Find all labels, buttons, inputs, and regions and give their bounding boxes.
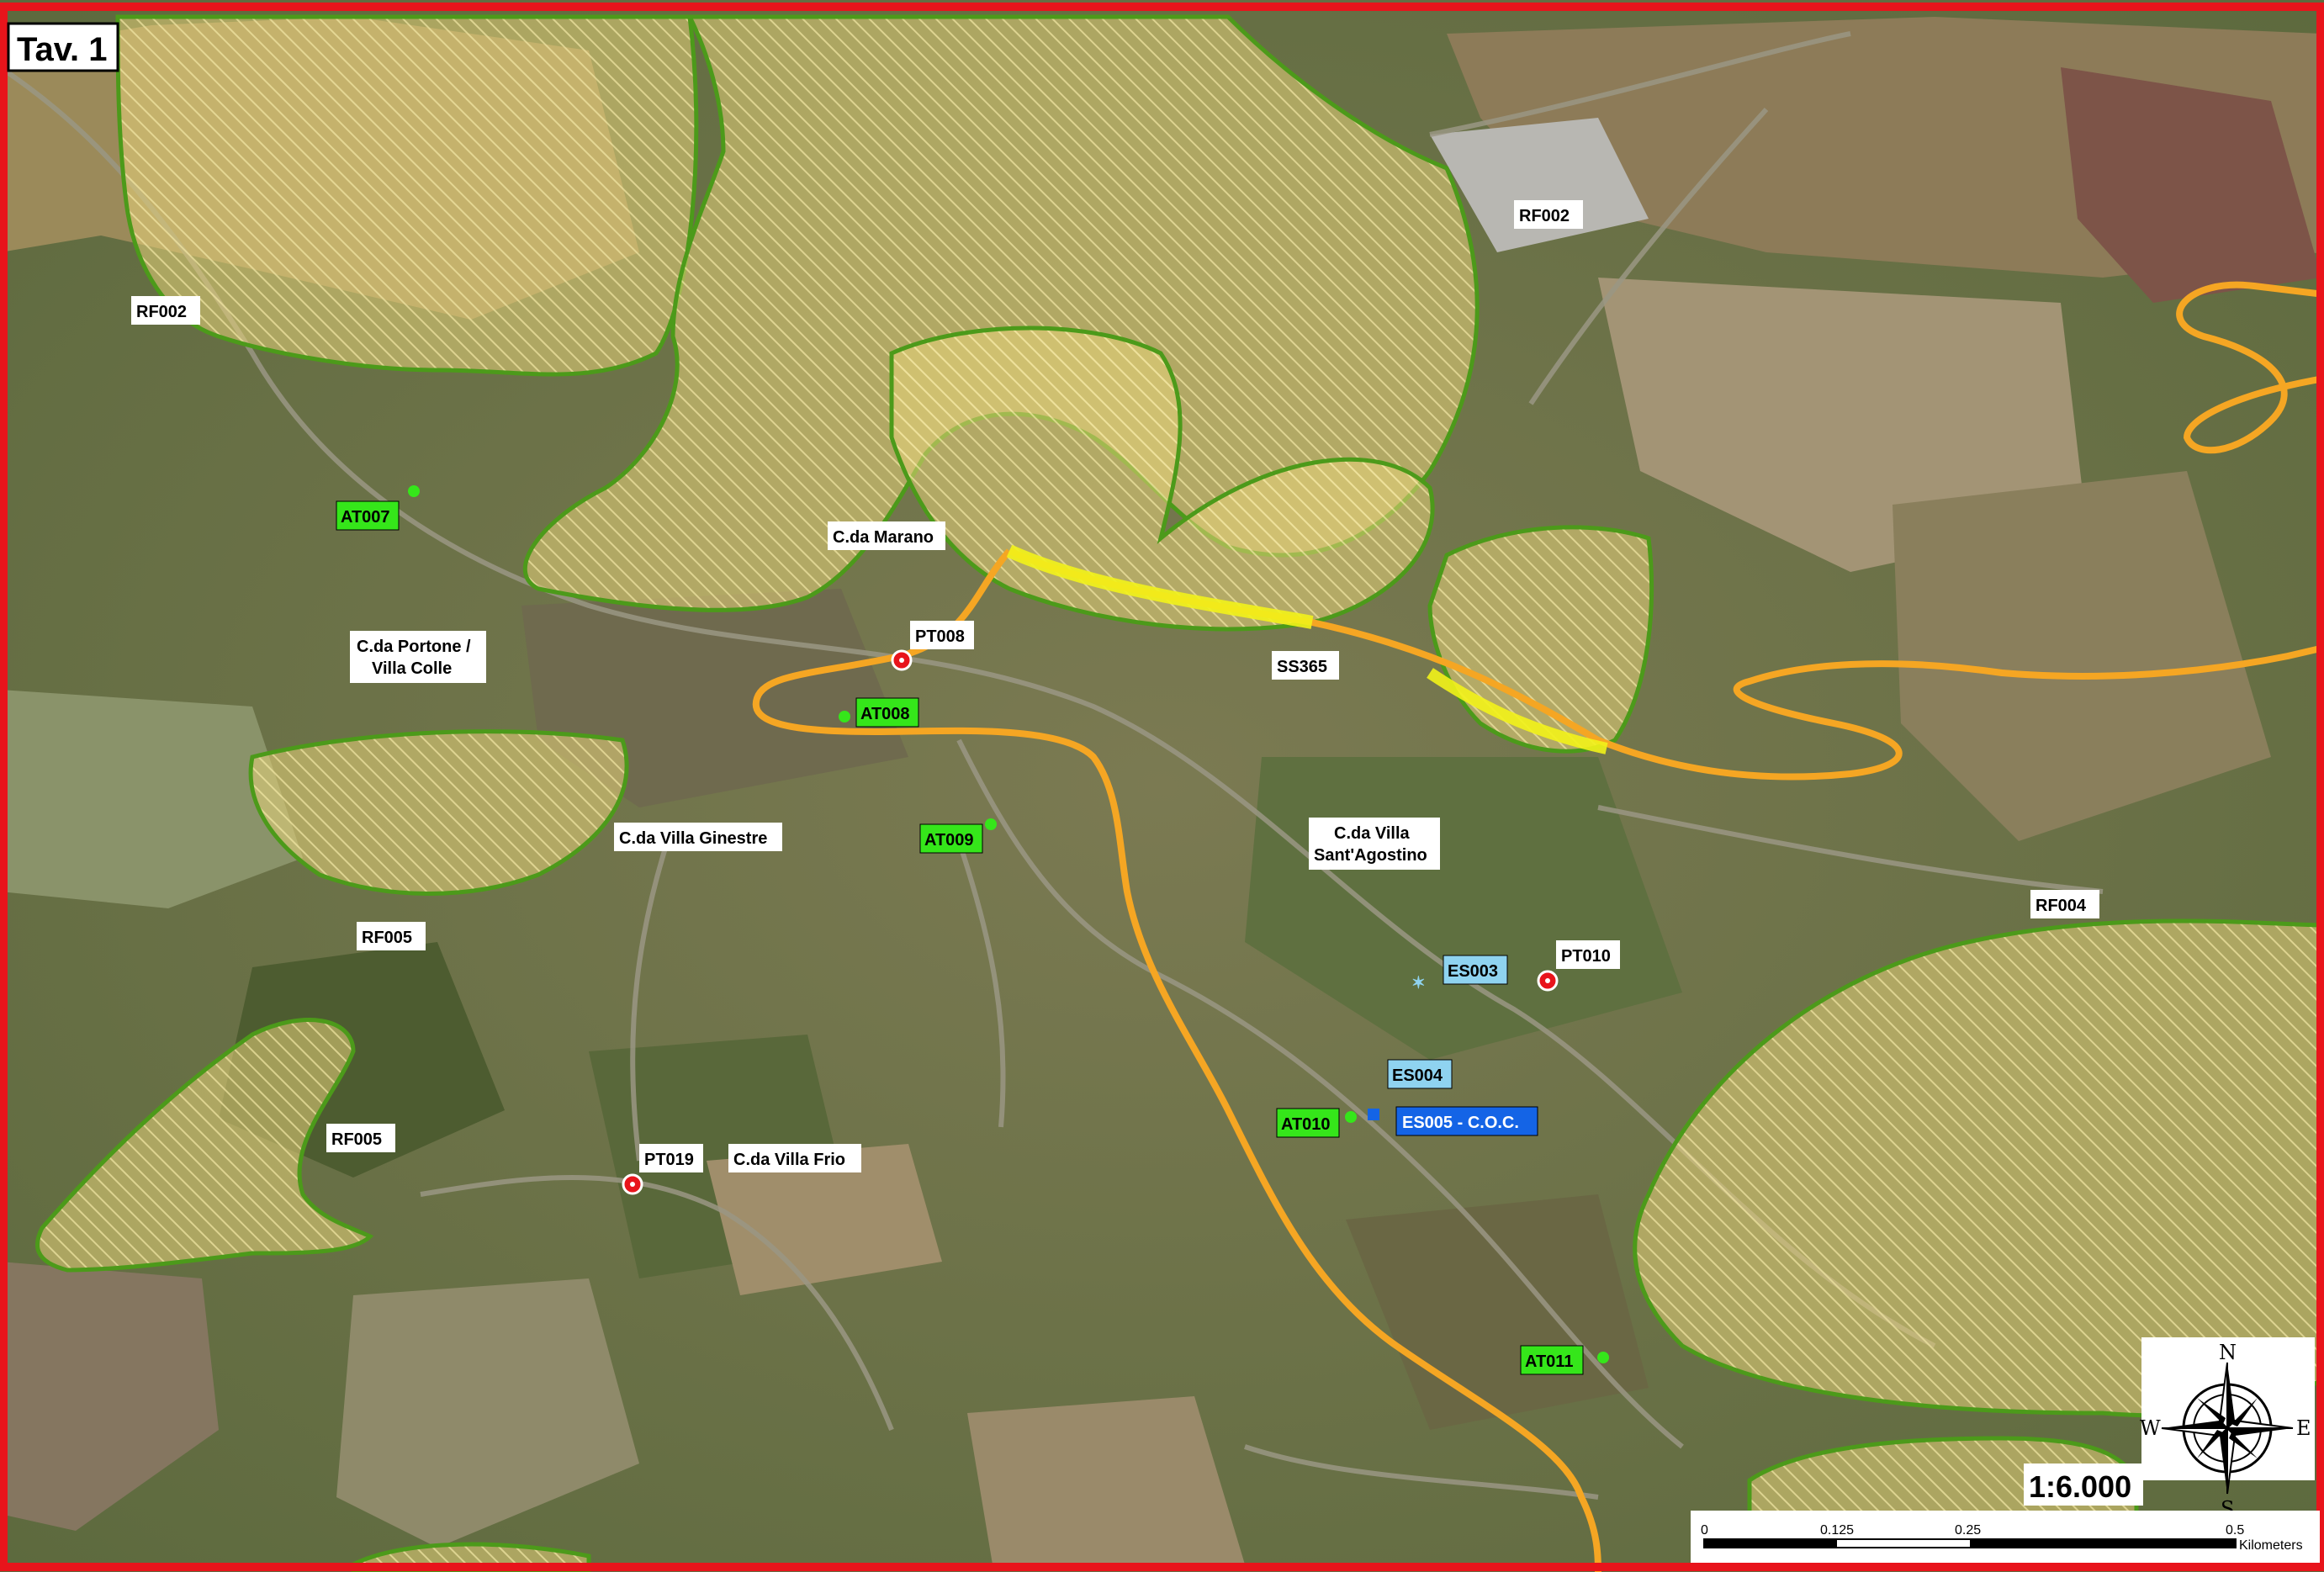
label-ss365: SS365	[1277, 658, 1327, 676]
scale-ratio-box: 1:6.000	[2024, 1463, 2143, 1506]
scale-unit: Kilometers	[2239, 1538, 2303, 1553]
at009-label: AT009	[924, 831, 974, 850]
coc-es005[interactable]: ES005 - C.O.C.	[1368, 1106, 1538, 1136]
pt019-label: PT019	[644, 1151, 694, 1169]
scale-tick-0: 0	[1701, 1523, 1708, 1538]
place-labels: RF002 RF002 RF004 RF005 RF005 C.da Maran…	[131, 200, 2099, 1172]
label-rf002-west: RF002	[136, 303, 187, 321]
area-attesa-at011[interactable]: AT011	[1520, 1345, 1609, 1375]
scale-tick-025: 0.25	[1955, 1523, 1981, 1538]
area-attesa-at008[interactable]: AT008	[839, 697, 919, 728]
label-agostino-line1: C.da Villa	[1334, 824, 1411, 843]
presidio-pt010[interactable]: PT010	[1537, 940, 1620, 992]
risk-zone-north	[115, 14, 699, 377]
title-box: Tav. 1	[7, 22, 119, 72]
es004-label: ES004	[1392, 1067, 1443, 1085]
risk-zone-west	[248, 729, 629, 896]
area-attesa-at009[interactable]: AT009	[919, 818, 997, 854]
label-frio: C.da Villa Frio	[733, 1151, 845, 1169]
es003-label: ES003	[1448, 962, 1498, 981]
label-marano: C.da Marano	[833, 528, 934, 547]
compass-w: W	[2140, 1416, 2161, 1440]
area-attesa-at007[interactable]: AT007	[336, 485, 420, 531]
risk-zone-central	[522, 14, 1480, 612]
presidio-pt008[interactable]: PT008	[891, 621, 974, 671]
label-rf002-north: RF002	[1519, 207, 1570, 225]
at007-label: AT007	[341, 508, 390, 527]
pt010-label: PT010	[1561, 947, 1611, 966]
label-rf004: RF004	[2035, 897, 2087, 915]
scale-tick-0125: 0.125	[1820, 1523, 1854, 1538]
star-icon: ✶	[1411, 974, 1426, 992]
es005-label: ES005 - C.O.C.	[1402, 1114, 1519, 1132]
compass-e: E	[2296, 1416, 2311, 1440]
presidio-pt019[interactable]: PT019	[622, 1144, 703, 1195]
area-ricovero-es004[interactable]: ES004	[1387, 1059, 1453, 1089]
label-rf005-south: RF005	[331, 1130, 382, 1149]
label-portone-line1: C.da Portone /	[357, 638, 471, 656]
ss365-road	[752, 281, 2324, 1572]
map-title: Tav. 1	[17, 31, 107, 68]
point-markers: AT007 AT008 AT009 AT010 AT011 PT008	[336, 485, 1620, 1375]
compass-rose: N S E W	[2140, 1337, 2315, 1521]
at010-label: AT010	[1281, 1115, 1331, 1134]
at011-label: AT011	[1525, 1352, 1573, 1371]
compass-n: N	[2219, 1341, 2237, 1364]
map-frame	[0, 3, 2324, 1571]
label-rf005-center: RF005	[362, 929, 412, 947]
scale-tick-05: 0.5	[2226, 1523, 2244, 1538]
risk-zone-southwest	[35, 1018, 374, 1273]
scale-bar: 0 0.125 0.25 0.5 Kilometers	[1691, 1511, 2320, 1563]
area-ricovero-es003[interactable]: ✶ ES003	[1411, 955, 1508, 992]
scale-ratio: 1:6.000	[2029, 1469, 2131, 1504]
label-ginestre: C.da Villa Ginestre	[619, 829, 767, 848]
label-portone-line2: Villa Colle	[372, 659, 452, 678]
area-attesa-at010[interactable]: AT010	[1276, 1108, 1357, 1138]
pt008-label: PT008	[915, 627, 965, 646]
at008-label: AT008	[860, 705, 910, 723]
label-agostino-line2: Sant'Agostino	[1314, 846, 1427, 865]
